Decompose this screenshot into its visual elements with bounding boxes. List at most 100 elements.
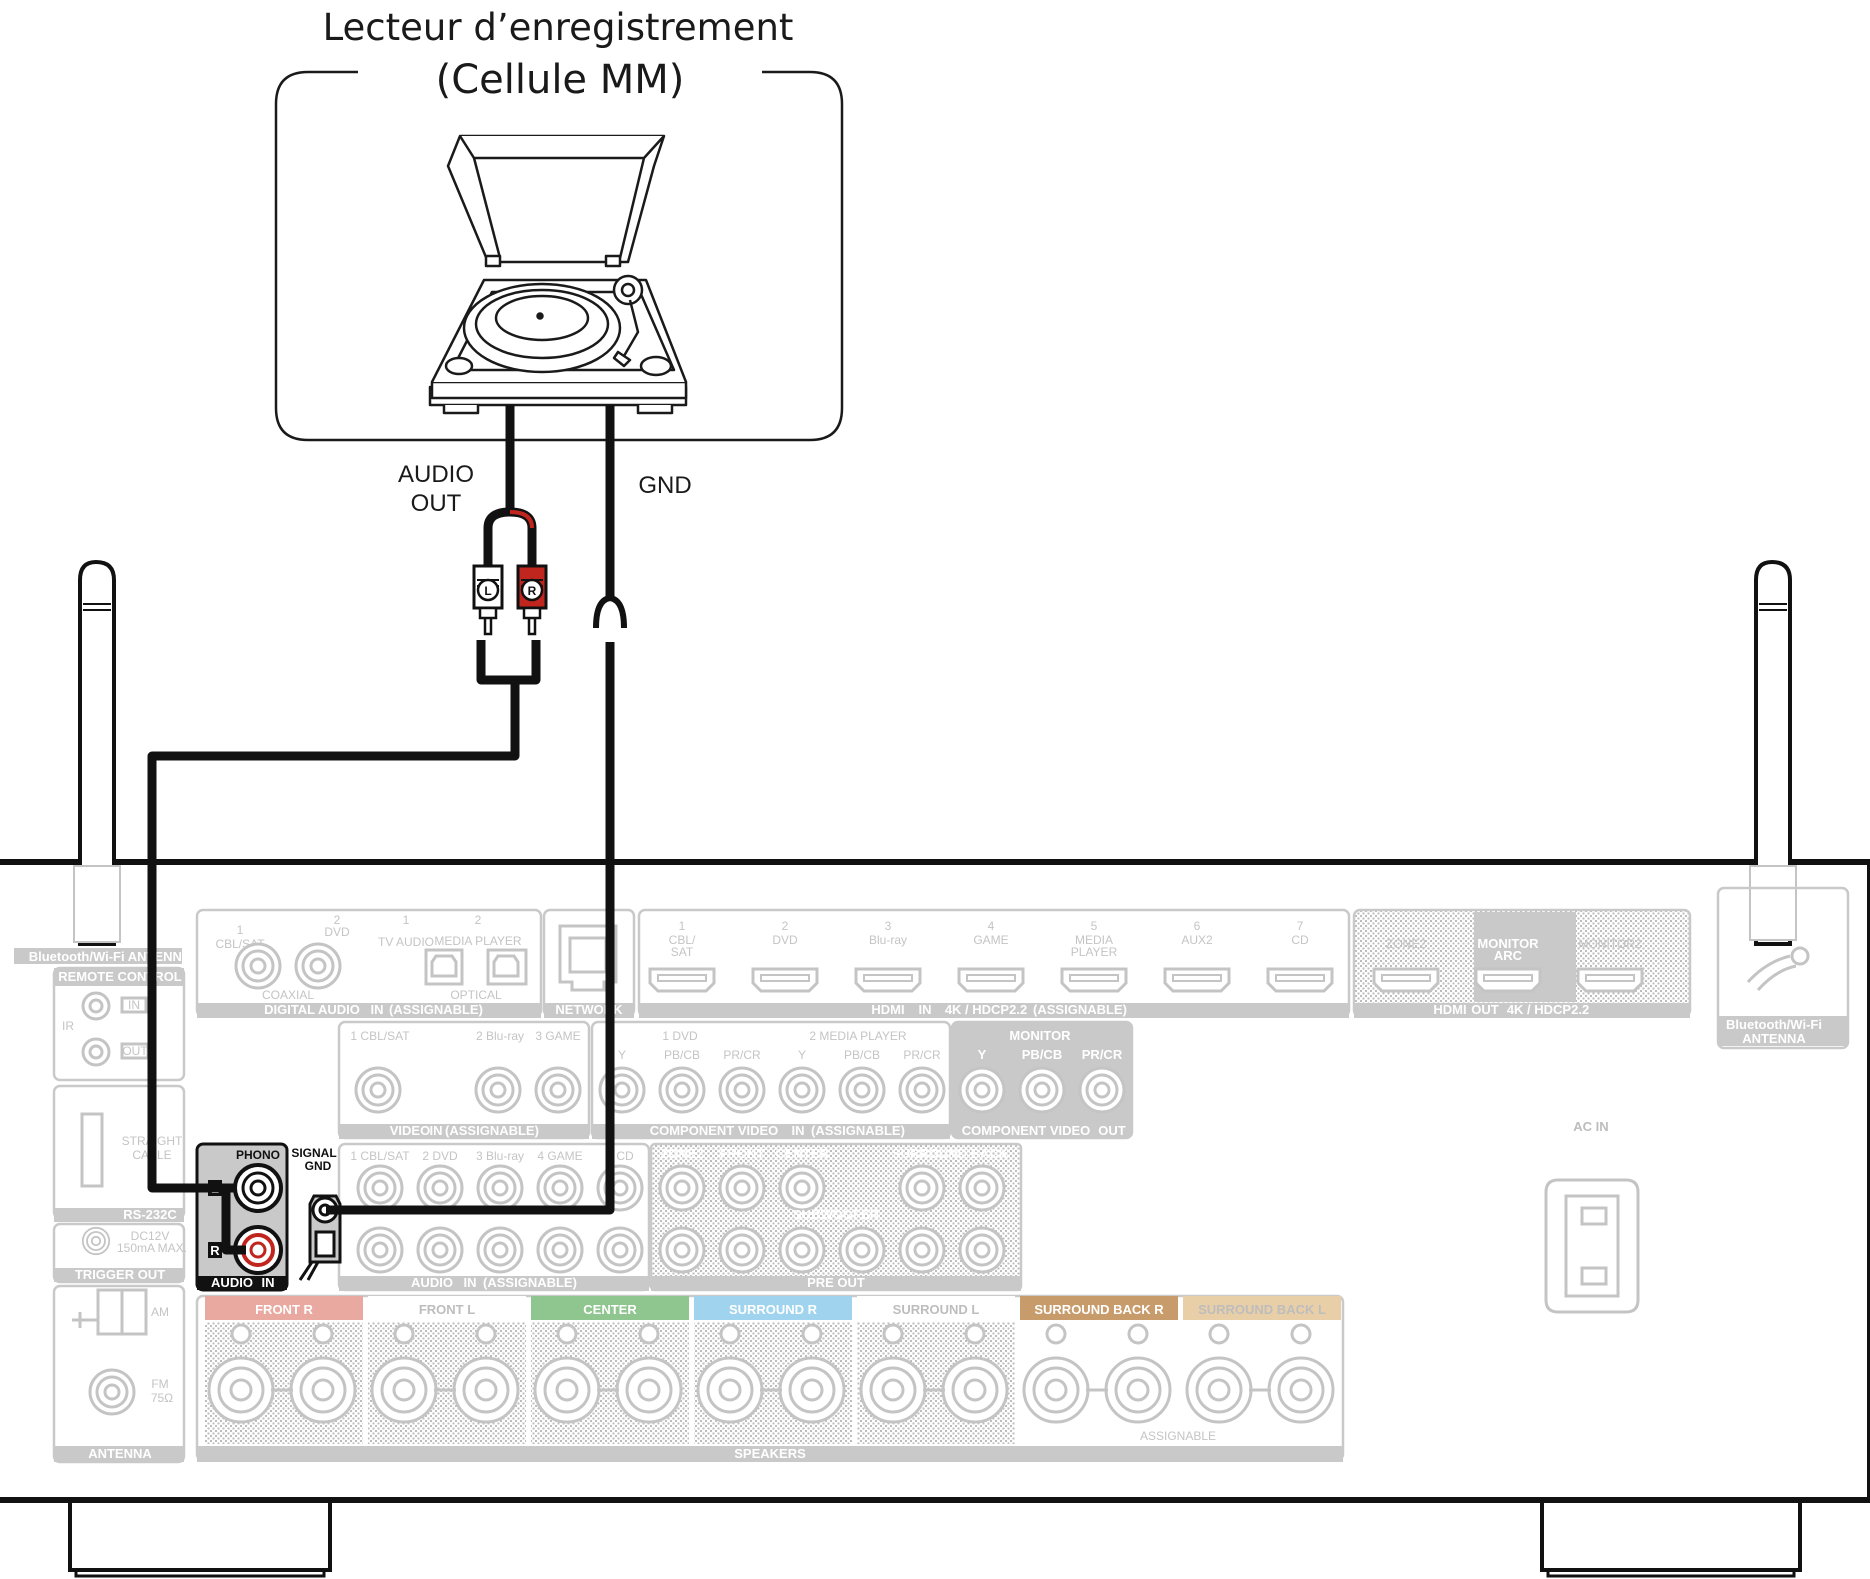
component-in-1: 1 DVD [662, 1029, 698, 1043]
plug-r-label: R [528, 584, 537, 598]
video-jack [838, 1066, 886, 1114]
left-panels [14, 948, 186, 1464]
phono-audio-label: AUDIO [211, 1275, 253, 1290]
antenna-right [1749, 559, 1797, 946]
speaker-terminal [452, 1356, 520, 1424]
video-in-tag: IN [430, 1123, 443, 1138]
hdmi-in-num: 5 [1091, 919, 1098, 933]
component-col-label: PR/CR [1082, 1047, 1123, 1062]
ac-inlet [1544, 1178, 1640, 1314]
plus-icon [719, 1323, 741, 1345]
speaker-channel-label: SURROUND BACK L [1198, 1302, 1326, 1317]
plus-icon [1208, 1323, 1230, 1345]
pre-out-jack [778, 1164, 826, 1212]
component-col-label: PB/CB [1022, 1047, 1062, 1062]
pre-out-jack [778, 1226, 826, 1274]
hdmi-in-assignable: (ASSIGNABLE) [1033, 1002, 1127, 1017]
device-title-line1: Lecteur d’enregistrement [323, 6, 794, 49]
pre-out-jack [958, 1164, 1006, 1212]
speaker-terminal [533, 1356, 601, 1424]
pre-out-col-label: SURROUND BACK [892, 1146, 1009, 1161]
device-title-line2: (Cellule MM) [436, 57, 685, 103]
minus-icon [312, 1323, 334, 1345]
trigger-out-jack [81, 1226, 111, 1256]
speaker-channel-label: FRONT R [255, 1302, 313, 1317]
hdmi-in-name: PLAYER [1071, 945, 1118, 959]
speaker-terminal [859, 1356, 927, 1424]
trigger-spec-2: 150mA MAX. [117, 1241, 187, 1255]
hdmi-out-port [1576, 967, 1644, 993]
audio-jack [596, 1164, 644, 1212]
speaker-channel-band [1183, 1296, 1341, 1320]
subwoofer-label: SUBWOOFER [793, 1207, 880, 1222]
audio-jack [356, 1164, 404, 1212]
audio-in-tag: IN [464, 1275, 477, 1290]
speaker-terminal [1185, 1356, 1253, 1424]
hdmi-in-port [1060, 967, 1128, 993]
digital-audio-label: DIGITAL AUDIO [264, 1002, 360, 1017]
video-jack [658, 1066, 706, 1114]
audio-jack [596, 1226, 644, 1274]
audio-in-label: 3 Blu-ray [476, 1149, 524, 1163]
component-col-label: PR/CR [723, 1048, 761, 1062]
ir-out-label: OUT [122, 1044, 148, 1058]
speaker-channel-band [857, 1296, 1015, 1320]
video-jack [958, 1066, 1006, 1114]
audio-jack [356, 1226, 404, 1274]
ir-label: IR [62, 1019, 74, 1033]
speaker-terminal [1022, 1356, 1090, 1424]
pre-out-col-label: ZONE2 [660, 1146, 703, 1161]
trigger-spec-1: DC12V [131, 1229, 170, 1243]
video-jack [898, 1066, 946, 1114]
audio-in-label: 2 DVD [422, 1149, 458, 1163]
speakers-label: SPEAKERS [734, 1446, 806, 1461]
video-jack [718, 1066, 766, 1114]
video-jack [534, 1066, 582, 1114]
hdmi-in-tag: IN [919, 1002, 932, 1017]
speaker-terminal [615, 1356, 683, 1424]
hdmi-in-port [957, 967, 1025, 993]
fm-label-1: FM [151, 1377, 168, 1391]
hdmi-in-num: 7 [1297, 919, 1304, 933]
component-in-2: 2 MEDIA PLAYER [809, 1029, 906, 1043]
speaker-channel-label: CENTER [583, 1302, 637, 1317]
phono-panel [195, 1142, 289, 1292]
antenna-left [73, 559, 121, 946]
audio-assignable: (ASSIGNABLE) [483, 1275, 577, 1290]
speaker-channel-label: SURROUND R [729, 1302, 818, 1317]
phono-r-label: R [210, 1243, 220, 1258]
pre-out-jack [718, 1164, 766, 1212]
signal-gnd-label-2: GND [305, 1159, 332, 1173]
coaxial-label: COAXIAL [262, 988, 314, 1002]
digital-in-4-num: 2 [475, 913, 482, 927]
coaxial-jack-2 [294, 942, 342, 990]
hdmi-in-port [648, 967, 716, 993]
trigger-out-label: TRIGGER OUT [75, 1267, 165, 1282]
speaker-channel-band [531, 1296, 689, 1320]
rca-plug-right [516, 564, 548, 636]
plus-icon [882, 1323, 904, 1345]
hdmi-in-panel [637, 908, 1351, 1018]
pre-out-jack [718, 1226, 766, 1274]
hdmi-in-label: HDMI [871, 1002, 904, 1017]
ir-in-label: IN [128, 998, 140, 1012]
plus-icon [1045, 1323, 1067, 1345]
digital-in-4-name: MEDIA PLAYER [434, 934, 521, 948]
fm-jack [88, 1368, 136, 1416]
speaker-terminal [941, 1356, 1009, 1424]
pre-out-jack [958, 1226, 1006, 1274]
pre-out-col-label: CENTER [775, 1146, 829, 1161]
audio-jack [476, 1164, 524, 1212]
video-in-2: 2 Blu-ray [476, 1029, 524, 1043]
signal-gnd-label-1: SIGNAL [291, 1146, 336, 1160]
digital-in-3-name: TV AUDIO [378, 935, 434, 949]
audio-in-label: 4 GAME [537, 1149, 582, 1163]
bt-antenna-right-label-1: Bluetooth/Wi-Fi [1726, 1017, 1822, 1032]
hdmi-in-name: AUX2 [1181, 933, 1213, 947]
hdmi-out-name: MONITOR2 [1578, 937, 1641, 951]
bt-antenna-right-label-2: ANTENNA [1742, 1031, 1806, 1046]
